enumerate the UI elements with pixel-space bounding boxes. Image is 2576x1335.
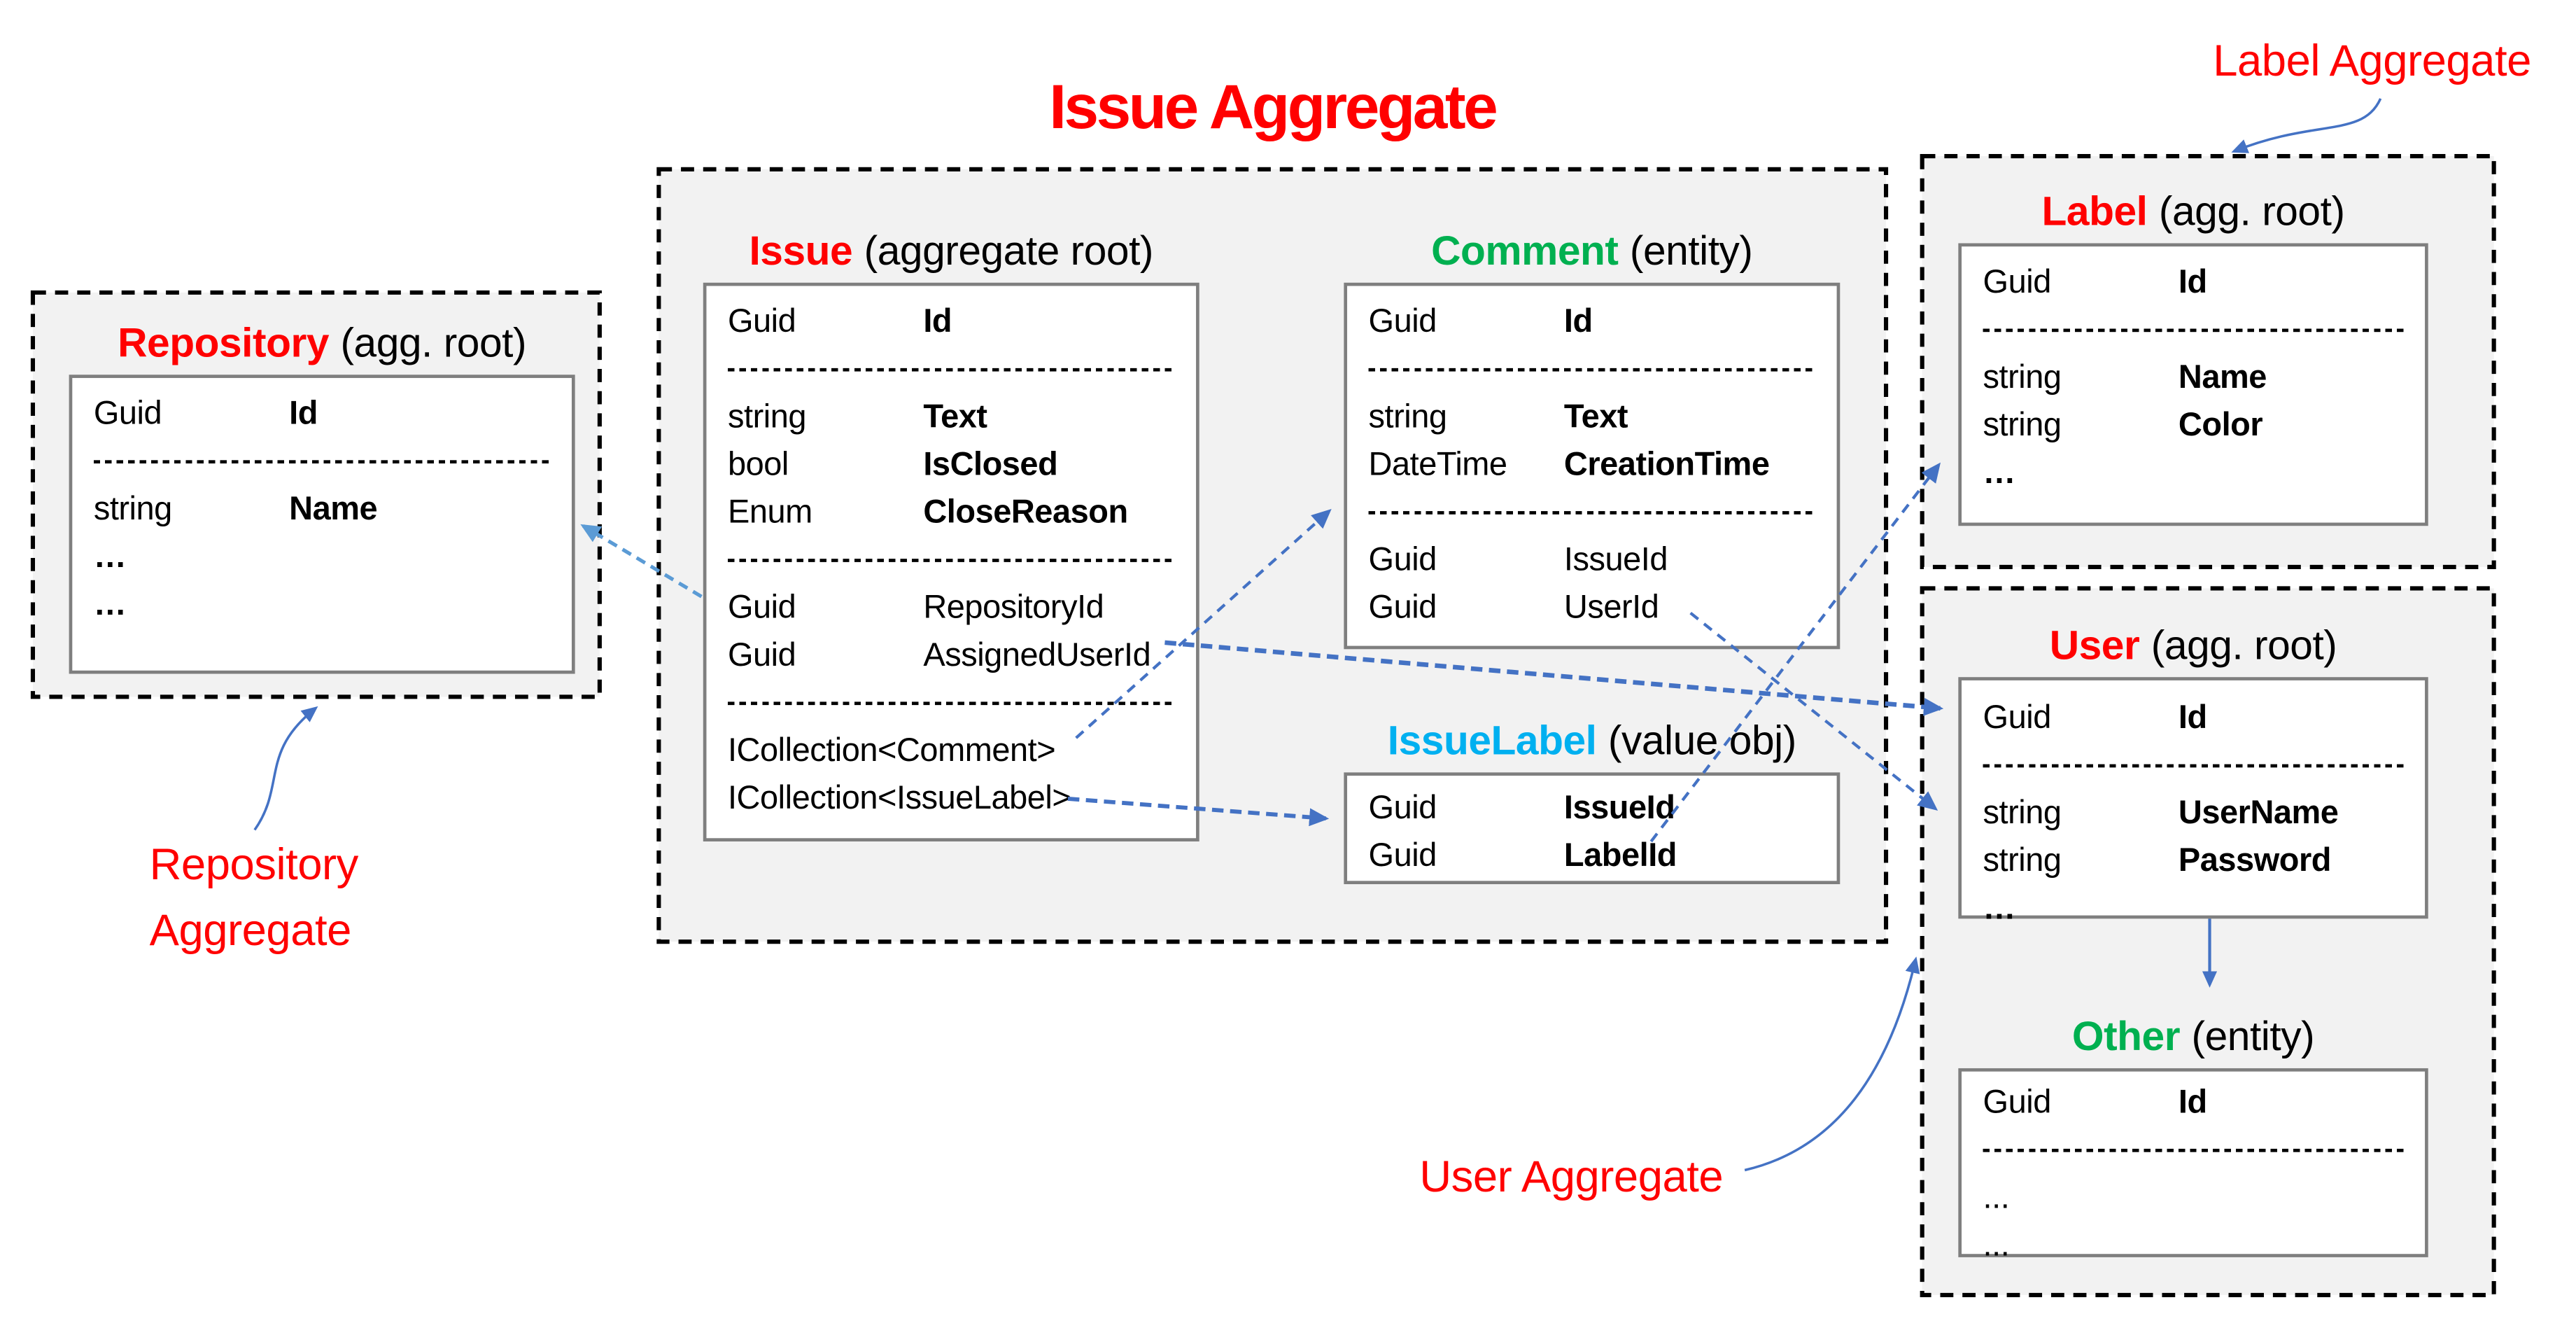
field-separator	[727, 347, 1196, 394]
issuelabel-name: IssueLabel	[1387, 718, 1597, 764]
field-separator	[1368, 347, 1837, 394]
issuelabel-kind: (value obj)	[1607, 718, 1796, 764]
field-separator	[1983, 307, 2426, 355]
repository-entity-title: Repository(agg. root)	[69, 319, 575, 368]
field-separator	[1983, 1127, 2426, 1175]
field-row: …	[1983, 890, 2016, 928]
field-row: ICollection<Comment>	[727, 733, 1056, 769]
user-name: User	[2049, 622, 2140, 669]
issue-name: Issue	[749, 228, 853, 275]
arrow-user-aggregate-callout	[1744, 956, 1920, 1172]
issue-kind: (aggregate root)	[864, 228, 1154, 275]
arrow-label-aggregate-callout	[2231, 98, 2382, 153]
other-name: Other	[2071, 1014, 2181, 1061]
field-row: ...	[1983, 1227, 2010, 1264]
repository-name: Repository	[118, 320, 330, 367]
label-entity-title: Label(agg. root)	[1958, 188, 2428, 237]
arrow-repository-aggregate-callout	[253, 706, 318, 831]
issue-entity-title: Issue(aggregate root)	[703, 227, 1199, 276]
field-separator	[727, 680, 1196, 728]
issuelabel-entity-title: IssueLabel(value obj)	[1344, 717, 1840, 766]
field-separator	[1983, 743, 2426, 790]
page-title: Issue Aggregate	[1049, 74, 1498, 144]
user-aggregate-annotation: User Aggregate	[1419, 1152, 1724, 1202]
field-row: …	[93, 539, 127, 575]
comment-kind: (entity)	[1629, 228, 1753, 275]
comment-name: Comment	[1431, 228, 1619, 275]
other-kind: (entity)	[2191, 1014, 2315, 1061]
field-row: ICollection<IssueLabel>	[727, 781, 1071, 817]
comment-entity-title: Comment(entity)	[1344, 227, 1840, 276]
other-entity-title: Other(entity)	[1958, 1012, 2428, 1061]
field-separator	[1368, 490, 1837, 538]
field-separator	[727, 538, 1196, 585]
arrow-repositoryid-to-repository	[580, 524, 703, 599]
field-row: …	[93, 587, 127, 623]
label-aggregate-annotation: Label Aggregate	[2213, 36, 2531, 86]
label-name: Label	[2041, 188, 2148, 235]
user-entity-title: User(agg. root)	[1958, 621, 2428, 670]
field-row: …	[1983, 455, 2016, 491]
field-row: ...	[1983, 1180, 2010, 1217]
repository-kind: (agg. root)	[340, 320, 527, 367]
user-kind: (agg. root)	[2151, 622, 2337, 669]
label-kind: (agg. root)	[2158, 188, 2345, 235]
field-separator	[93, 439, 572, 487]
arrow-assigneduserid-to-user	[1164, 640, 1944, 716]
repository-aggregate-annotation: Repository Aggregate	[149, 839, 359, 955]
